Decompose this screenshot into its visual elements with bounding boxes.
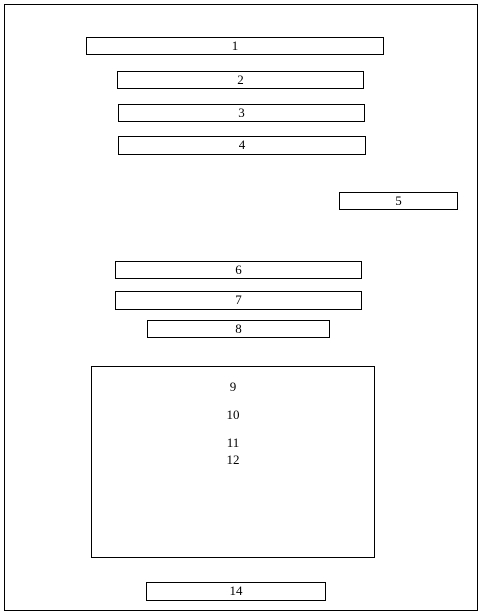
numbered-box-2: 2: [117, 71, 364, 89]
box-label-14: 14: [229, 583, 243, 598]
box-label-1: 1: [231, 38, 239, 53]
large-box-label-11: 11: [226, 435, 240, 450]
box-label-4: 4: [238, 137, 246, 152]
box-label-6: 6: [235, 262, 242, 277]
numbered-box-6: 6: [115, 261, 362, 279]
numbered-box-14: 14: [146, 582, 326, 601]
page-frame: [4, 4, 478, 611]
numbered-box-3: 3: [118, 104, 365, 122]
box-label-5: 5: [395, 193, 402, 208]
numbered-box-1: 1: [86, 37, 384, 55]
box-label-8: 8: [235, 321, 242, 336]
box-label-2: 2: [237, 72, 244, 87]
box-label-7: 7: [235, 292, 242, 307]
large-box-label-12: 12: [226, 452, 240, 467]
large-box-label-10: 10: [226, 407, 240, 422]
numbered-box-7: 7: [115, 291, 362, 310]
large-box: 9 10 11 12: [91, 366, 375, 558]
large-box-label-9: 9: [229, 379, 237, 394]
numbered-box-4: 4: [118, 136, 366, 155]
box-label-3: 3: [238, 105, 245, 120]
numbered-box-8: 8: [147, 320, 330, 338]
numbered-box-5: 5: [339, 192, 458, 210]
